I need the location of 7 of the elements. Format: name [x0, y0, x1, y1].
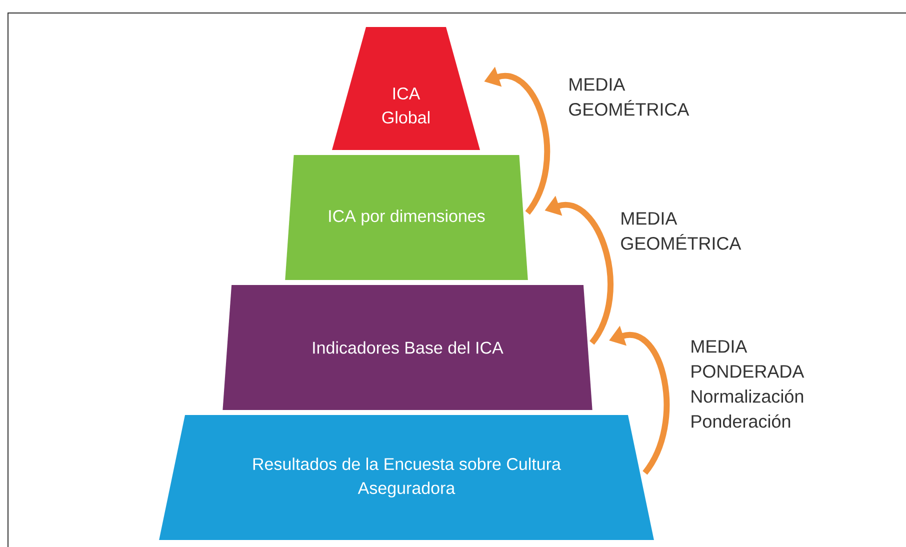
edge-label: MEDIA GEOMÉTRICA: [569, 78, 690, 116]
edge-label: MEDIA GEOMÉTRICA: [621, 212, 742, 250]
edge-label: MEDIA PONDERADA Normalización Ponderación: [692, 340, 804, 428]
pyramid-tier: Indicadores Base del ICA: [222, 285, 592, 410]
pyramid-tier: Resultados de la Encuesta sobre Cultura Aseguradora: [159, 415, 654, 540]
pyramid-tier: ICA Global: [332, 27, 480, 150]
pyramid-tier: ICA por dimensiones: [285, 155, 528, 280]
